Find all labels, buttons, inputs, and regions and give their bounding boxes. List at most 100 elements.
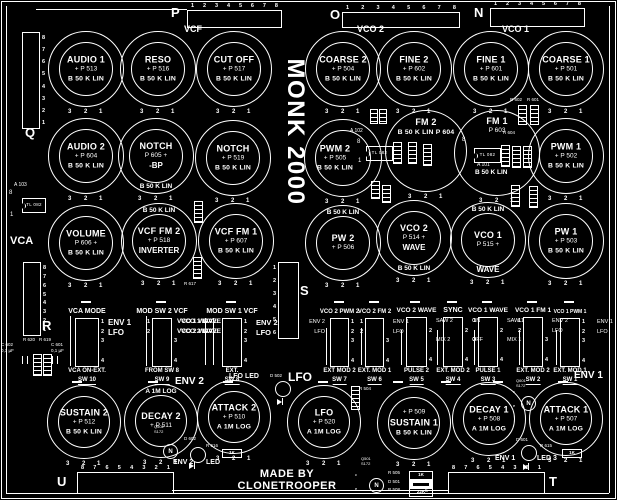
pot-fm-2-label: FM 2 bbox=[415, 117, 437, 128]
silkscreen-label: 1 bbox=[358, 158, 362, 164]
capacitor-symbol bbox=[52, 356, 58, 364]
connector-p-label: P bbox=[171, 5, 180, 20]
pot-reso-label: RESO bbox=[144, 54, 172, 65]
silkscreen-label: LED bbox=[206, 459, 220, 466]
pot-volume-label: VOLUME bbox=[66, 228, 106, 239]
silkscreen-label: 1 bbox=[10, 212, 14, 218]
pot-reso-inner-ring bbox=[131, 42, 185, 96]
switch-sw-4-position-label: OFF bbox=[472, 337, 483, 343]
silkscreen-label: R 505 bbox=[388, 470, 401, 475]
ic-a102[interactable]: TL 082 bbox=[366, 146, 393, 161]
pot-fine-1-inner-ring bbox=[464, 42, 518, 96]
transistor-q501[interactable]: N bbox=[369, 478, 384, 493]
led-env1[interactable] bbox=[521, 445, 537, 461]
pot-pwm-1-label: B 50 K LIN bbox=[548, 162, 584, 170]
switch-sw-8-pin-number: 2 bbox=[244, 329, 248, 335]
pot-fine-1-label: B 50 K LIN bbox=[473, 75, 509, 83]
transistor-q601[interactable]: N bbox=[521, 396, 536, 411]
switch-sw-10-position-label: ENV 1 bbox=[108, 318, 132, 327]
switch-sw-9-pin-number: 4 bbox=[174, 358, 178, 364]
pot-fine-2-label: FINE 2 bbox=[399, 54, 429, 65]
switch-sw-3-position-label: MIX 1 bbox=[507, 337, 522, 343]
pot-vcf-fm-1-label: B 50 K LIN bbox=[217, 247, 254, 255]
board-border-inner-right bbox=[609, 6, 610, 493]
pot-pw-2-text: PW 2+ P 506 bbox=[332, 233, 355, 253]
led-lfo[interactable] bbox=[275, 381, 291, 397]
silkscreen-label: B 50 K LIN bbox=[475, 169, 508, 176]
board-border-inner-left bbox=[6, 6, 7, 493]
pot-vco-2-ring-bottom-text: B 50 K LIN bbox=[397, 265, 431, 272]
pot-vcf-fm-1-label: + P 607 bbox=[224, 237, 248, 245]
made-by-line1: MADE BY bbox=[259, 468, 315, 480]
trace-line bbox=[474, 330, 475, 365]
ic-a103[interactable]: TL 082 bbox=[22, 198, 46, 213]
pot-pw-1-inner-ring bbox=[539, 214, 593, 268]
ic-a101[interactable]: TL 082 bbox=[474, 148, 501, 163]
silkscreen-label: Q501 bbox=[361, 456, 371, 461]
silkscreen-label: A 103 bbox=[14, 182, 27, 188]
switch-sw-4-pin-number: 4 bbox=[465, 357, 469, 363]
switch-sw-3-bottom-label: PULSE 1 bbox=[475, 368, 501, 374]
pot-pwm-1-inner-ring bbox=[539, 129, 593, 183]
pot-pwm-2-label: PWM 2 bbox=[319, 143, 351, 154]
switch-sw-8-header: MOD SW 1 VCF bbox=[206, 308, 258, 315]
pot-decay-2-text: DECAY 2+ P 511 bbox=[141, 411, 180, 431]
switch-sw-6-position-label: ENV 1 bbox=[393, 319, 409, 325]
led-env2[interactable] bbox=[190, 447, 206, 463]
pot-audio-1-label: + P 513 bbox=[74, 65, 98, 73]
pot-decay-2-inner-ring bbox=[135, 395, 187, 447]
silkscreen-label: 5 bbox=[425, 488, 429, 494]
switch-sw-2-position-label: ENV 2 bbox=[552, 318, 568, 324]
transistor-q502[interactable]: N bbox=[163, 444, 178, 459]
pot-lfo-label: A 1M LOG bbox=[306, 428, 342, 436]
resistor bbox=[511, 185, 520, 207]
resistor bbox=[379, 109, 387, 124]
